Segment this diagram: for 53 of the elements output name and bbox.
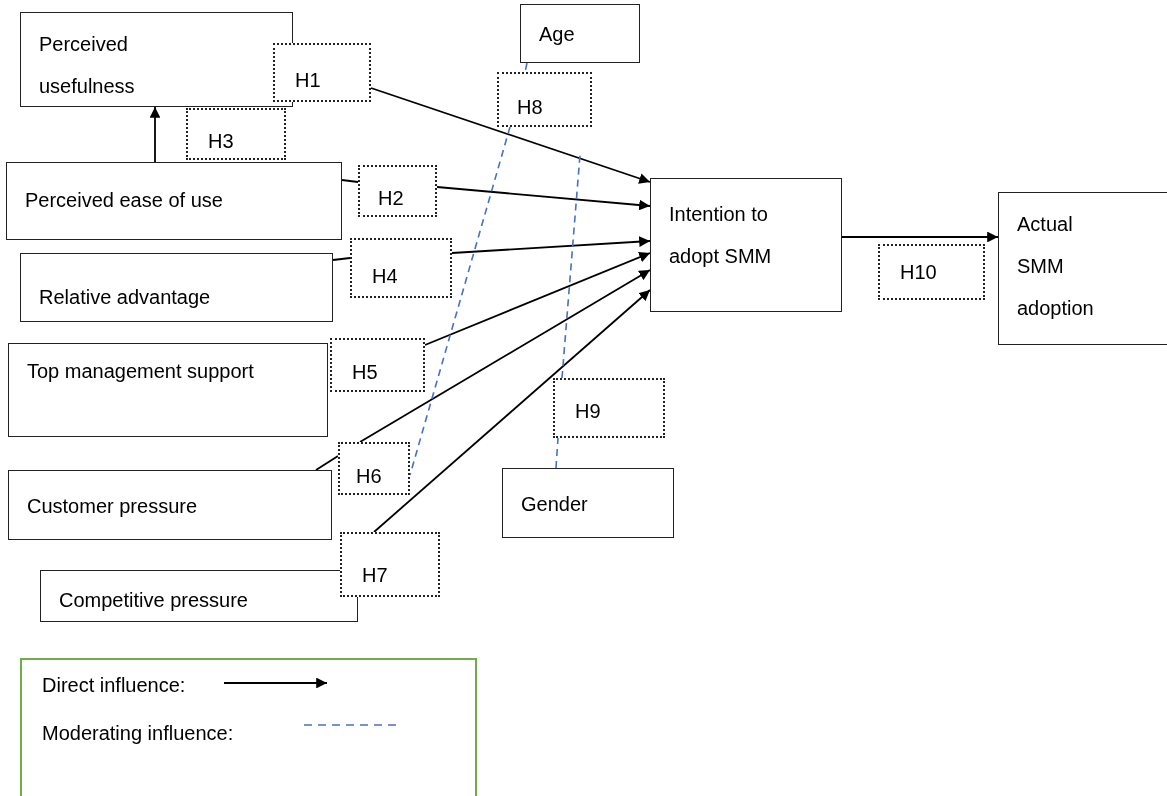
hypothesis-label: H4 xyxy=(372,264,398,288)
hypothesis-box xyxy=(358,165,437,217)
arrow xyxy=(424,252,651,346)
concept-box xyxy=(6,162,342,240)
arrow xyxy=(370,87,651,184)
concept-box xyxy=(650,178,842,312)
concept-label: Competitive pressure xyxy=(59,588,249,613)
hypothesis-label: H10 xyxy=(900,260,937,284)
hypothesis-label: H8 xyxy=(517,94,543,119)
legend-label: Moderating influence: xyxy=(42,722,234,745)
concept-label: Age xyxy=(539,22,576,47)
concept-box xyxy=(40,570,358,622)
arrow xyxy=(841,231,999,243)
arrow xyxy=(149,106,161,163)
dashed-line xyxy=(524,62,528,73)
arrow xyxy=(436,186,651,211)
legend-label: Direct influence: xyxy=(42,674,186,697)
concept-box xyxy=(520,4,640,63)
hypothesis-box xyxy=(350,238,452,298)
hypothesis-label: H2 xyxy=(378,186,404,210)
hypothesis-label: H6 xyxy=(356,463,382,488)
dashed-line xyxy=(555,437,559,469)
concept-box xyxy=(8,470,332,540)
concept-label: Customer pressure xyxy=(27,494,199,519)
hypothesis-label: H1 xyxy=(295,67,321,92)
concept-label: Intention to adopt SMM xyxy=(669,202,773,269)
concept-label: Actual SMM adoption xyxy=(1017,212,1095,321)
hypothesis-box xyxy=(330,338,425,392)
concept-label: Perceived ease of use xyxy=(25,188,224,213)
arrow xyxy=(359,269,651,443)
concept-label: Top management support xyxy=(27,359,255,384)
hypothesis-label: H3 xyxy=(208,129,234,153)
hypothesis-box xyxy=(273,43,371,102)
hypothesis-box xyxy=(553,378,665,438)
concept-box xyxy=(20,253,333,322)
hypothesis-label: H5 xyxy=(352,360,378,384)
hypothesis-box xyxy=(497,72,592,127)
concept-box xyxy=(502,468,674,538)
arrow xyxy=(373,289,651,533)
concept-box xyxy=(8,343,328,437)
hypothesis-box xyxy=(340,532,440,597)
dashed-line xyxy=(561,154,581,379)
hypothesis-box xyxy=(878,244,985,300)
arrow xyxy=(451,236,651,254)
hypothesis-label: H9 xyxy=(575,399,601,423)
hypothesis-box xyxy=(186,108,286,160)
concept-box xyxy=(998,192,1167,345)
hypothesis-box xyxy=(338,442,410,495)
concept-label: Perceived usefulness xyxy=(39,32,136,99)
hypothesis-label: H7 xyxy=(362,562,388,587)
concept-label: Relative advantage xyxy=(39,285,212,310)
concept-box xyxy=(20,12,293,107)
concept-label: Gender xyxy=(521,492,589,517)
